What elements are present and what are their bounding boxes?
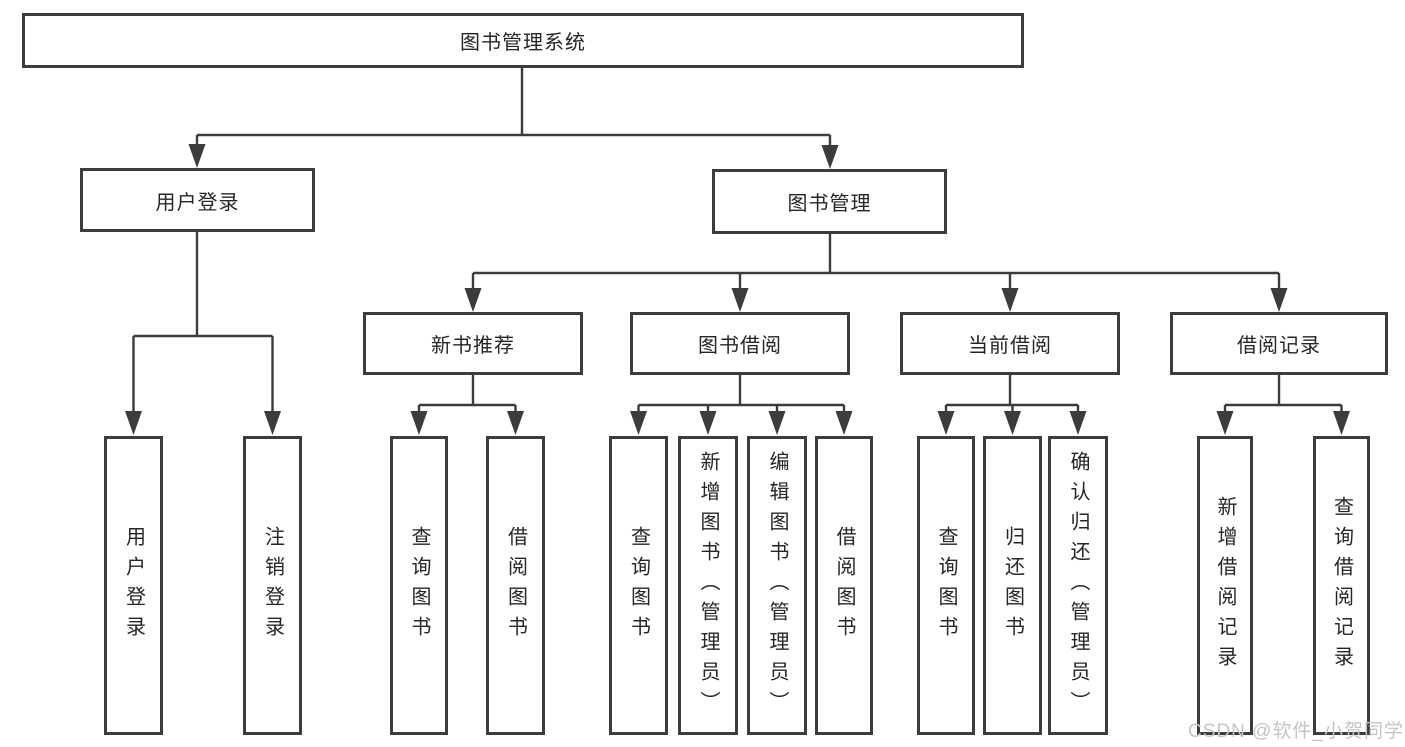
connector-records-split xyxy=(1223,375,1343,416)
node-user-login: 用户登录 xyxy=(80,168,315,232)
arrowhead xyxy=(768,411,786,435)
arrowhead xyxy=(1069,411,1087,435)
leaf-query-books-borrowing: 查询图书 xyxy=(609,436,668,735)
leaf-user-login: 用户登录 xyxy=(104,436,163,735)
leaf-query-books-current: 查询图书 xyxy=(917,436,975,735)
node-label: 借阅图书 xyxy=(504,525,527,646)
leaf-add-borrow-record: 新增借阅记录 xyxy=(1197,436,1253,735)
arrowhead xyxy=(630,411,647,435)
connector-borrowing-split xyxy=(637,375,846,416)
node-label: 注销登录 xyxy=(261,525,284,646)
node-label: 查询借阅记录 xyxy=(1330,495,1353,676)
arrowhead xyxy=(464,288,482,312)
arrowhead xyxy=(1004,411,1021,435)
node-label: 新增借阅记录 xyxy=(1214,495,1236,676)
node-label: 图书借阅 xyxy=(698,335,782,357)
node-label: 查询图书 xyxy=(408,525,430,646)
leaf-logout: 注销登录 xyxy=(243,436,302,735)
node-book-management: 图书管理 xyxy=(712,169,947,234)
leaf-borrow-books: 借阅图书 xyxy=(815,436,873,735)
arrowhead xyxy=(264,411,281,435)
node-book-borrowing: 图书借阅 xyxy=(630,312,850,375)
leaf-add-book-admin: 新增图书（管理员） xyxy=(678,436,738,735)
leaf-borrow-books-recommend: 借阅图书 xyxy=(486,436,545,735)
node-label: 用户登录 xyxy=(155,191,240,214)
node-label: 借阅记录 xyxy=(1237,335,1321,357)
connector-book-mgmt-split xyxy=(471,234,1281,293)
node-library-system: 图书管理系统 xyxy=(22,13,1024,68)
node-label: 归还图书 xyxy=(1001,525,1024,646)
connector-newbook-split xyxy=(417,375,517,416)
arrowhead xyxy=(821,145,839,169)
node-current-borrowing: 当前借阅 xyxy=(900,312,1120,375)
arrowhead xyxy=(125,411,142,435)
arrowhead xyxy=(937,411,955,435)
node-label: 图书管理系统 xyxy=(460,32,586,54)
arrowhead xyxy=(835,411,853,435)
leaf-confirm-return-admin: 确认归还（管理员） xyxy=(1048,436,1108,735)
node-borrowing-records: 借阅记录 xyxy=(1170,312,1388,375)
arrowhead xyxy=(1216,411,1234,435)
arrowhead xyxy=(731,288,749,312)
arrowhead xyxy=(1270,288,1288,312)
node-label: 新增图书（管理员） xyxy=(697,450,719,721)
node-label: 确认归还（管理员） xyxy=(1067,450,1089,721)
node-label: 编辑图书（管理员） xyxy=(766,450,788,721)
arrowhead xyxy=(1001,288,1019,312)
node-label: 用户登录 xyxy=(122,525,145,646)
arrowhead xyxy=(410,411,428,435)
arrowhead xyxy=(699,411,717,435)
node-label: 图书管理 xyxy=(787,193,872,215)
connector-root-split xyxy=(195,68,832,151)
leaf-query-books-recommend: 查询图书 xyxy=(390,436,448,735)
csdn-watermark: CSDN @软件_小贺同学 xyxy=(1188,721,1404,742)
node-label: 查询图书 xyxy=(935,525,957,646)
leaf-return-books: 归还图书 xyxy=(983,436,1042,735)
connector-user-login-split xyxy=(132,232,274,416)
node-label: 查询图书 xyxy=(627,525,650,646)
arrowhead xyxy=(507,411,524,435)
arrowhead xyxy=(188,144,206,168)
leaf-edit-book-admin: 编辑图书（管理员） xyxy=(747,436,807,735)
node-label: 新书推荐 xyxy=(431,335,515,357)
node-new-book-recommendation: 新书推荐 xyxy=(363,312,583,375)
node-label: 借阅图书 xyxy=(833,525,855,646)
node-label: 当前借阅 xyxy=(968,335,1052,357)
arrowhead xyxy=(1333,411,1350,435)
connector-current-split xyxy=(944,375,1080,416)
leaf-query-borrow-record: 查询借阅记录 xyxy=(1313,436,1370,735)
